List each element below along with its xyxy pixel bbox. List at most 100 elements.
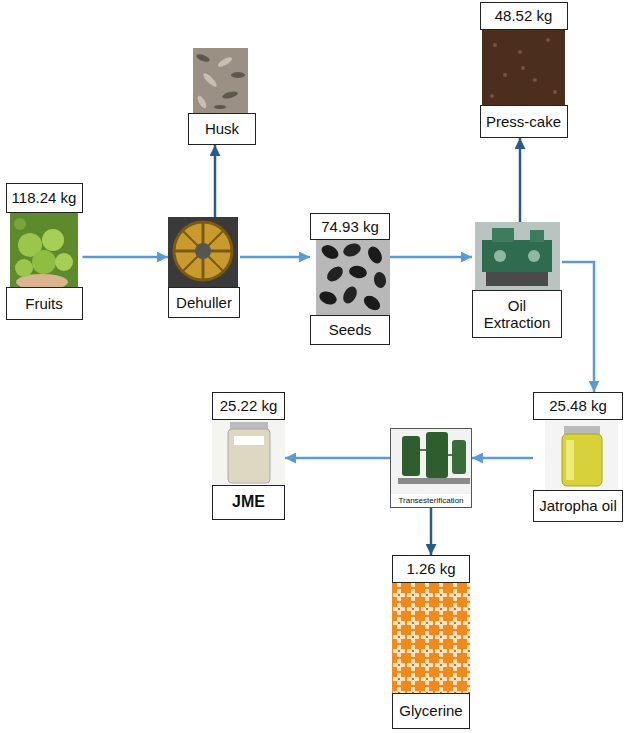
stage-label: Husk	[188, 113, 256, 145]
seeds-photo-part	[340, 284, 359, 306]
picture-slot	[392, 583, 470, 693]
flow-arrow	[285, 457, 390, 460]
stage-label: Fruits	[6, 287, 83, 320]
flow-arrow	[430, 508, 433, 555]
mass-value: 74.93 kg	[310, 213, 390, 240]
flow-arrow	[562, 262, 594, 392]
picture-slot	[533, 420, 623, 490]
reactor-photo	[391, 429, 471, 494]
stage-node: Oil Extraction	[472, 222, 562, 338]
stage-label: Transesterification	[391, 495, 471, 507]
flow-arrow	[83, 256, 169, 259]
stage-node: Dehuller	[168, 217, 240, 318]
picture-slot	[168, 217, 240, 287]
fruit-photo-part	[55, 253, 73, 271]
flow-arrow	[472, 457, 533, 460]
oil-jar-photo-part	[545, 420, 618, 490]
fruit-photo-part	[15, 259, 33, 277]
flow-arrow	[390, 256, 472, 259]
stage-label: Press-cake	[480, 105, 568, 138]
dehuller-photo-part	[195, 243, 211, 259]
picture-slot	[310, 240, 390, 315]
glycerine-pattern-part	[392, 583, 470, 693]
stage-label: Dehuller	[168, 287, 240, 318]
biodiesel-jar-photo-part	[212, 420, 285, 485]
mass-value: 118.24 kg	[6, 183, 83, 213]
extraction-machine-photo-part	[530, 230, 544, 242]
picture-slot	[212, 420, 285, 485]
picture-slot	[391, 429, 471, 495]
stage-node: 25.48 kg Jatropha oil	[533, 392, 623, 522]
press-cake-photo-part	[553, 90, 557, 94]
seeds-photo-part	[373, 271, 388, 289]
picture-slot	[188, 48, 256, 113]
mass-value: 1.26 kg	[392, 555, 470, 583]
mass-value: 25.22 kg	[212, 392, 285, 420]
seeds-photo-part	[319, 242, 341, 261]
extraction-machine-photo	[475, 222, 560, 290]
reactor-photo-part	[402, 436, 420, 476]
press-cake-photo-part	[533, 78, 537, 82]
extraction-machine-photo-part	[492, 228, 514, 242]
seeds-photo-part	[348, 265, 368, 280]
flow-arrow	[240, 256, 310, 259]
oil-jar-photo-part	[562, 434, 602, 486]
husk-photo-part	[214, 105, 226, 109]
stage-node: 118.24 kg Fruits	[6, 183, 83, 320]
biodiesel-jar-photo-part	[228, 429, 270, 483]
biodiesel-jar-photo-part	[234, 436, 264, 445]
press-cake-photo-part	[518, 50, 522, 54]
picture-slot	[6, 213, 83, 287]
oil-jar-photo-part	[564, 426, 600, 434]
seeds-photo	[316, 240, 390, 315]
seeds-photo-part	[317, 289, 338, 306]
stage-node: 1.26 kgGlycerine	[392, 555, 470, 729]
stage-node: 48.52 kg Press-cake	[480, 2, 568, 138]
stage-node: 25.22 kgJME	[212, 392, 285, 520]
dehuller-photo-part	[168, 217, 238, 287]
picture-slot	[480, 30, 568, 105]
flow-arrow	[214, 145, 217, 217]
press-cake-photo-part	[490, 94, 494, 98]
mass-value: 25.48 kg	[533, 392, 623, 420]
dehuller-photo	[168, 217, 238, 287]
press-cake-photo-part	[503, 73, 507, 77]
husk-photo-part	[193, 48, 248, 113]
stage-label: Jatropha oil	[533, 490, 623, 522]
husk-photo-part	[202, 72, 219, 89]
glycerine-pattern	[392, 583, 470, 693]
stage-node: 74.93 kg Seeds	[310, 213, 390, 345]
press-cake-photo-part	[546, 38, 550, 42]
flow-arrow	[519, 138, 522, 222]
mass-value: 48.52 kg	[480, 2, 568, 30]
dehuller-photo-part	[183, 231, 223, 271]
extraction-machine-photo-part	[482, 240, 552, 272]
reactor-photo-part	[391, 429, 471, 494]
fruit-photo-part	[32, 250, 56, 274]
oil-jar-photo-part	[566, 440, 574, 480]
picture-slot	[472, 222, 562, 290]
extraction-machine-photo-part	[486, 272, 548, 286]
press-cake-photo-part	[493, 43, 497, 47]
press-cake-photo	[482, 30, 565, 105]
dehuller-photo-part	[183, 231, 223, 271]
husk-photo-part	[217, 55, 234, 68]
reactor-photo-part	[452, 440, 466, 474]
extraction-machine-photo-part	[494, 250, 506, 262]
biodiesel-jar-photo-part	[230, 422, 268, 429]
oil-jar-photo	[545, 420, 618, 490]
stage-label: Seeds	[310, 315, 390, 345]
seeds-photo-part	[316, 240, 390, 315]
husk-photo-part	[231, 72, 245, 78]
fruit-photo-part	[14, 218, 26, 230]
press-cake-photo-part	[482, 30, 565, 105]
seeds-photo-part	[365, 244, 384, 266]
reactor-photo-part	[398, 478, 470, 484]
stage-node: Husk	[188, 48, 256, 145]
stage-label: Oil Extraction	[472, 290, 562, 338]
biodiesel-jar-photo	[212, 420, 285, 485]
seeds-photo-part	[341, 241, 362, 258]
fruit-photo-part	[42, 229, 64, 251]
husk-photo	[193, 48, 248, 113]
